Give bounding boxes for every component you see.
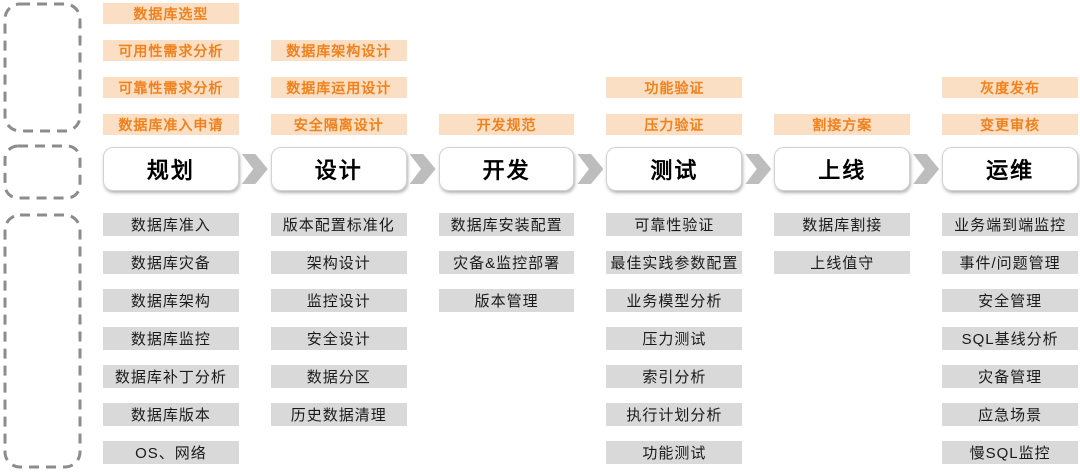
pre-task-chip: 灰度发布 — [942, 77, 1078, 98]
ops-task-chip: 灾备管理 — [942, 365, 1078, 388]
pre-task-chip: 安全隔离设计 — [270, 114, 407, 135]
ops-task-chip: 历史数据清理 — [270, 403, 407, 426]
pre-task-chip: 开发规范 — [438, 114, 575, 135]
ops-task-chip: 数据库割接 — [774, 213, 911, 236]
dashed-frame-icon — [3, 2, 82, 133]
ops-task-chip: 数据库补丁分析 — [103, 365, 239, 388]
dashed-frame-icon — [3, 144, 82, 200]
ops-task-chip: 业务端到端监控 — [942, 213, 1078, 236]
bottom-tasks-column: 数据库割接上线值守 — [774, 213, 911, 464]
pre-task-chip: 数据库运用设计 — [270, 77, 407, 98]
dashed-frame-icon — [3, 213, 82, 469]
stage-cell: 规划 — [103, 147, 268, 191]
ops-task-chip: 上线值守 — [774, 251, 911, 274]
pre-task-chip: 数据库准入申请 — [103, 114, 239, 135]
ops-task-chip: 灾备&监控部署 — [438, 251, 575, 274]
top-tasks-column: 数据库架构设计数据库运用设计安全隔离设计 — [270, 3, 407, 135]
bottom-tasks-row: 数据库准入数据库灾备数据库架构数据库监控数据库补丁分析数据库版本 OS、网络 版本配… — [103, 213, 1078, 464]
ops-task-chip: 版本配置标准化 — [270, 213, 407, 236]
flow-columns: 数据库选型可用性需求分析可靠性需求分析数据库准入申请数据库架构设计数据库运用设计… — [103, 0, 1078, 472]
bottom-tasks-column: 数据库准入数据库灾备数据库架构数据库监控数据库补丁分析数据库版本 OS、网络 — [103, 213, 239, 464]
stage-box: 上线 — [774, 147, 911, 191]
ops-task-chip: 安全设计 — [270, 327, 407, 350]
pre-task-chip: 可用性需求分析 — [103, 40, 239, 61]
stage-cell: 设计 — [270, 147, 436, 191]
ops-task-chip: SQL基线分析 — [942, 327, 1078, 350]
ops-tasks-group-frame — [3, 213, 82, 469]
ops-task-chip: 版本管理 — [438, 289, 575, 312]
pre-task-chip: 可靠性需求分析 — [103, 77, 239, 98]
ops-task-chip: 应急场景 — [942, 403, 1078, 426]
bottom-tasks-column: 数据库安装配置灾备&监控部署版本管理 — [438, 213, 575, 464]
pre-task-chip: 变更审核 — [942, 114, 1078, 135]
bottom-tasks-column: 可靠性验证最佳实践参数配置业务模型分析压力测试索引分析执行计划分析功能测试 — [606, 213, 743, 464]
pre-task-chip: 割接方案 — [774, 114, 911, 135]
ops-task-chip: 可靠性验证 — [606, 213, 743, 236]
chevron-right-icon — [241, 154, 268, 184]
ops-task-chip: 功能测试 — [606, 441, 743, 464]
stage-cell: 测试 — [606, 147, 772, 191]
stage-box: 设计 — [270, 147, 407, 191]
bottom-tasks-column: 业务端到端监控事件/问题管理安全管理 SQL基线分析灾备管理应急场景慢SQL监控 — [942, 213, 1078, 464]
pre-task-chip: 压力验证 — [606, 114, 743, 135]
top-tasks-column: 数据库选型可用性需求分析可靠性需求分析数据库准入申请 — [103, 3, 239, 135]
chevron-right-icon — [409, 154, 436, 184]
stage-box: 开发 — [438, 147, 575, 191]
ops-task-chip: 压力测试 — [606, 327, 743, 350]
ops-task-chip: 最佳实践参数配置 — [606, 251, 743, 274]
stage-cell: 开发 — [438, 147, 604, 191]
top-tasks-column: 灰度发布变更审核 — [942, 3, 1078, 135]
stage-box: 测试 — [606, 147, 743, 191]
pre-tasks-group-frame — [3, 2, 82, 133]
chevron-right-icon — [913, 154, 940, 184]
ops-task-chip: 业务模型分析 — [606, 289, 743, 312]
ops-task-chip: 执行计划分析 — [606, 403, 743, 426]
top-tasks-row: 数据库选型可用性需求分析可靠性需求分析数据库准入申请数据库架构设计数据库运用设计… — [103, 3, 1078, 135]
ops-task-chip: 数据库安装配置 — [438, 213, 575, 236]
ops-task-chip: 监控设计 — [270, 289, 407, 312]
ops-task-chip: 数据库监控 — [103, 327, 239, 350]
stages-group-frame — [3, 144, 82, 200]
pre-task-chip: 功能验证 — [606, 77, 743, 98]
stage-box: 运维 — [942, 147, 1078, 191]
ops-task-chip: 数据库准入 — [103, 213, 239, 236]
ops-task-chip: 数据库灾备 — [103, 251, 239, 274]
chevron-right-icon — [745, 154, 772, 184]
ops-task-chip: 数据分区 — [270, 365, 407, 388]
ops-task-chip: 数据库架构 — [103, 289, 239, 312]
ops-task-chip: 安全管理 — [942, 289, 1078, 312]
ops-task-chip: 慢SQL监控 — [942, 441, 1078, 464]
pre-task-chip: 数据库架构设计 — [270, 40, 407, 61]
pre-task-chip: 数据库选型 — [103, 3, 239, 24]
ops-task-chip: 索引分析 — [606, 365, 743, 388]
chevron-right-icon — [577, 154, 604, 184]
stage-row: 规划设计开发测试上线运维 — [103, 147, 1078, 191]
stage-cell: 上线 — [774, 147, 940, 191]
ops-task-chip: 数据库版本 — [103, 403, 239, 426]
ops-task-chip: 架构设计 — [270, 251, 407, 274]
stage-cell: 运维 — [942, 147, 1078, 191]
top-tasks-column: 功能验证压力验证 — [606, 3, 743, 135]
ops-task-chip: OS、网络 — [103, 441, 239, 464]
stage-box: 规划 — [103, 147, 239, 191]
bottom-tasks-column: 版本配置标准化架构设计监控设计安全设计数据分区历史数据清理 — [270, 213, 407, 464]
top-tasks-column: 割接方案 — [774, 3, 911, 135]
top-tasks-column: 开发规范 — [438, 3, 575, 135]
ops-task-chip: 事件/问题管理 — [942, 251, 1078, 274]
